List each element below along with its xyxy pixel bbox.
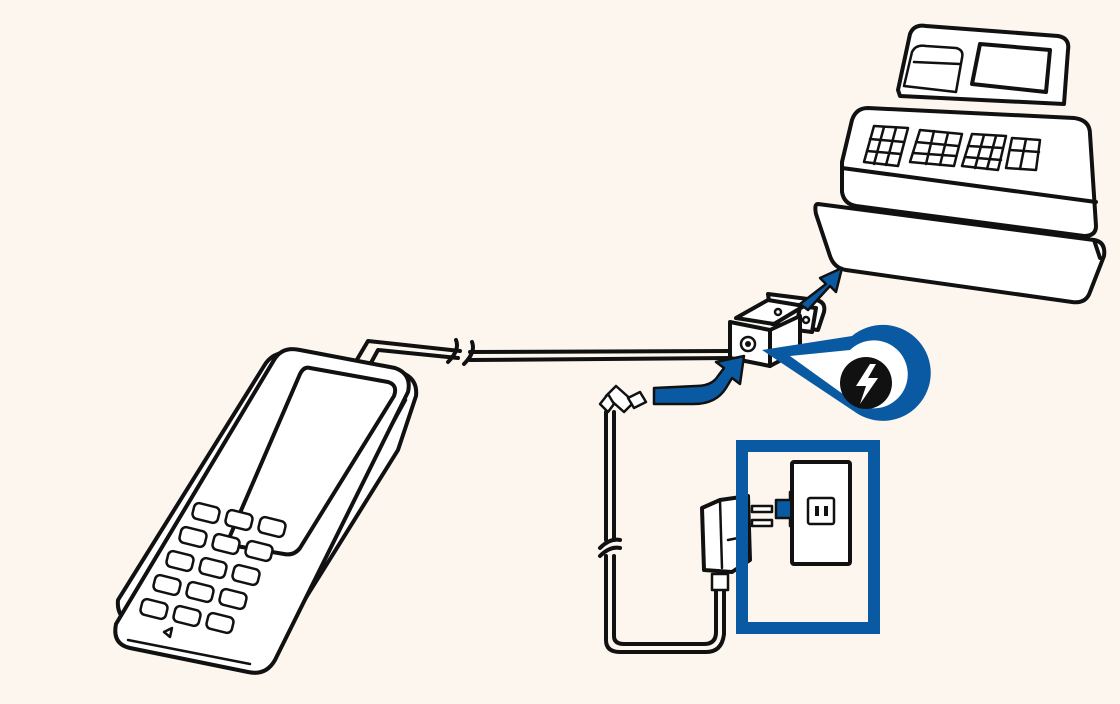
arrow-to-register-icon bbox=[798, 266, 844, 312]
lightning-bolt-icon bbox=[762, 324, 931, 421]
register-keys bbox=[862, 124, 1042, 172]
cash-register-icon bbox=[813, 23, 1107, 305]
arrow-to-adapter-icon bbox=[652, 354, 746, 406]
terminal-cable bbox=[350, 338, 734, 374]
wall-outlet-icon bbox=[736, 440, 880, 634]
payment-terminal-icon bbox=[113, 347, 419, 675]
power-cable bbox=[598, 384, 726, 654]
keypad bbox=[139, 501, 287, 635]
